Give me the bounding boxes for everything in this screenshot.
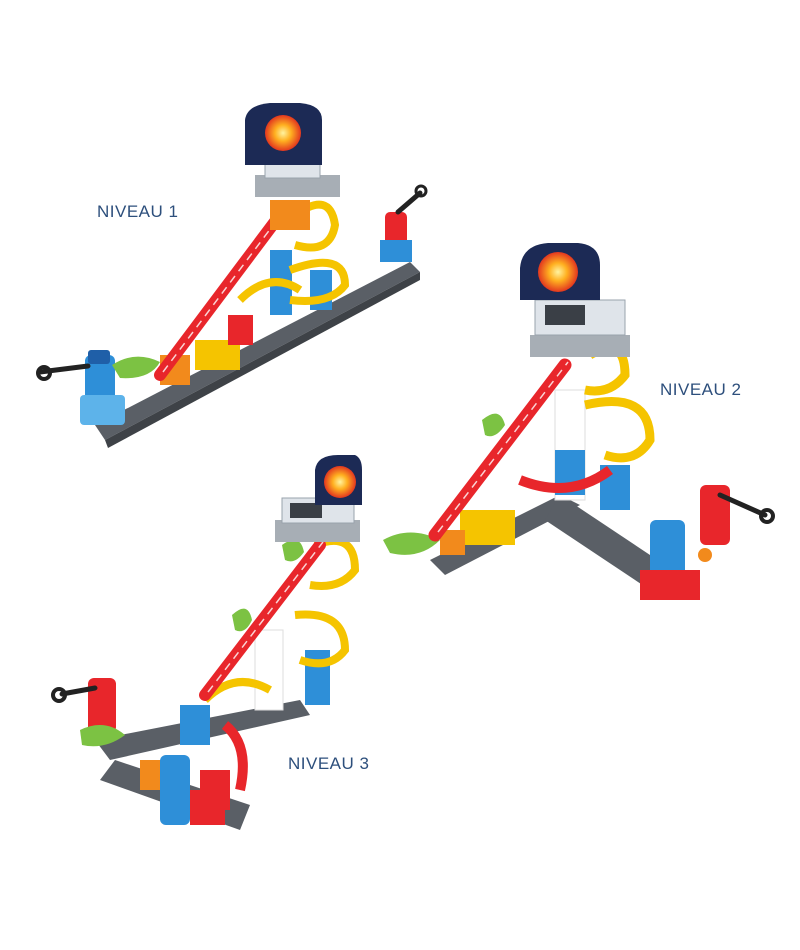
leaf-ramp <box>80 725 125 747</box>
tower-white <box>254 629 284 711</box>
block <box>228 315 253 345</box>
leaf-ramp <box>232 608 252 632</box>
score-tower <box>275 455 362 542</box>
spiral-track <box>583 343 655 463</box>
spiral-track <box>237 200 350 305</box>
red-curve <box>518 465 613 493</box>
block <box>180 705 210 745</box>
score-tower <box>520 243 630 357</box>
launcher-red <box>700 485 775 545</box>
launcher-left <box>36 350 125 425</box>
leaf-ramp <box>112 356 160 379</box>
launcher-red <box>51 678 116 733</box>
level-1-label: NIVEAU 1 <box>97 202 179 221</box>
track-set-level-3 <box>51 455 362 830</box>
launcher-right <box>380 184 428 262</box>
leaf-ramp <box>482 413 505 437</box>
block <box>460 510 515 545</box>
level-3-label: NIVEAU 3 <box>288 754 370 773</box>
top-block <box>270 200 310 230</box>
launcher-blue <box>640 520 712 600</box>
base-track <box>95 262 420 448</box>
track-set-level-1 <box>36 103 428 448</box>
red-curve <box>221 721 248 792</box>
leaf-ramp <box>282 539 304 562</box>
block <box>440 530 465 555</box>
score-tower <box>245 103 340 197</box>
tower-blue <box>305 650 330 705</box>
track-set-level-2 <box>383 243 775 600</box>
level-2-label: NIVEAU 2 <box>660 380 742 399</box>
leaf-ramp <box>383 532 440 555</box>
launcher-blue <box>160 755 225 825</box>
